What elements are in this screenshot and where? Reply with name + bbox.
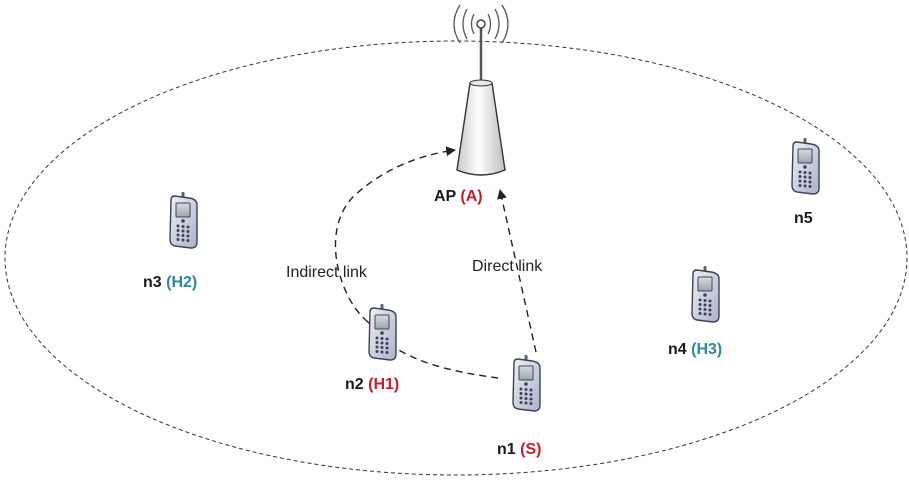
node-label-n5: n5 [794, 210, 813, 228]
antenna-tower-icon [453, 4, 509, 176]
node-role: (H1) [368, 376, 400, 393]
node-role: (H3) [691, 341, 723, 358]
node-id: n1 [497, 441, 516, 458]
node-id: n5 [794, 210, 813, 227]
phone-icon-n3 [169, 191, 198, 249]
indirect-link-label: Indirect link [286, 264, 367, 281]
access-point-label: AP (A) [434, 188, 483, 206]
indirect-link-hop-1 [367, 321, 499, 379]
phone-icon-n2 [368, 303, 397, 361]
access-point-name: AP [434, 188, 456, 205]
node-id: n3 [143, 274, 162, 291]
node-label-n2: n2 (H1) [345, 376, 399, 394]
node-label-n4: n4 (H3) [668, 341, 722, 359]
access-point-role: (A) [460, 188, 483, 205]
node-role: (H2) [166, 274, 198, 291]
node-label-n1: n1 (S) [497, 441, 541, 459]
phone-icon-n1 [512, 354, 541, 412]
direct-link [497, 189, 537, 353]
indirect-link-hop-2 [334, 146, 456, 323]
direct-link-label: Direct link [472, 258, 543, 275]
phone-icon-n5 [791, 137, 820, 195]
node-id: n2 [345, 376, 364, 393]
node-id: n4 [668, 341, 687, 358]
phone-icon-n4 [691, 265, 720, 323]
node-label-n3: n3 (H2) [143, 274, 197, 292]
node-role: (S) [520, 441, 542, 458]
coverage-area [4, 40, 908, 476]
